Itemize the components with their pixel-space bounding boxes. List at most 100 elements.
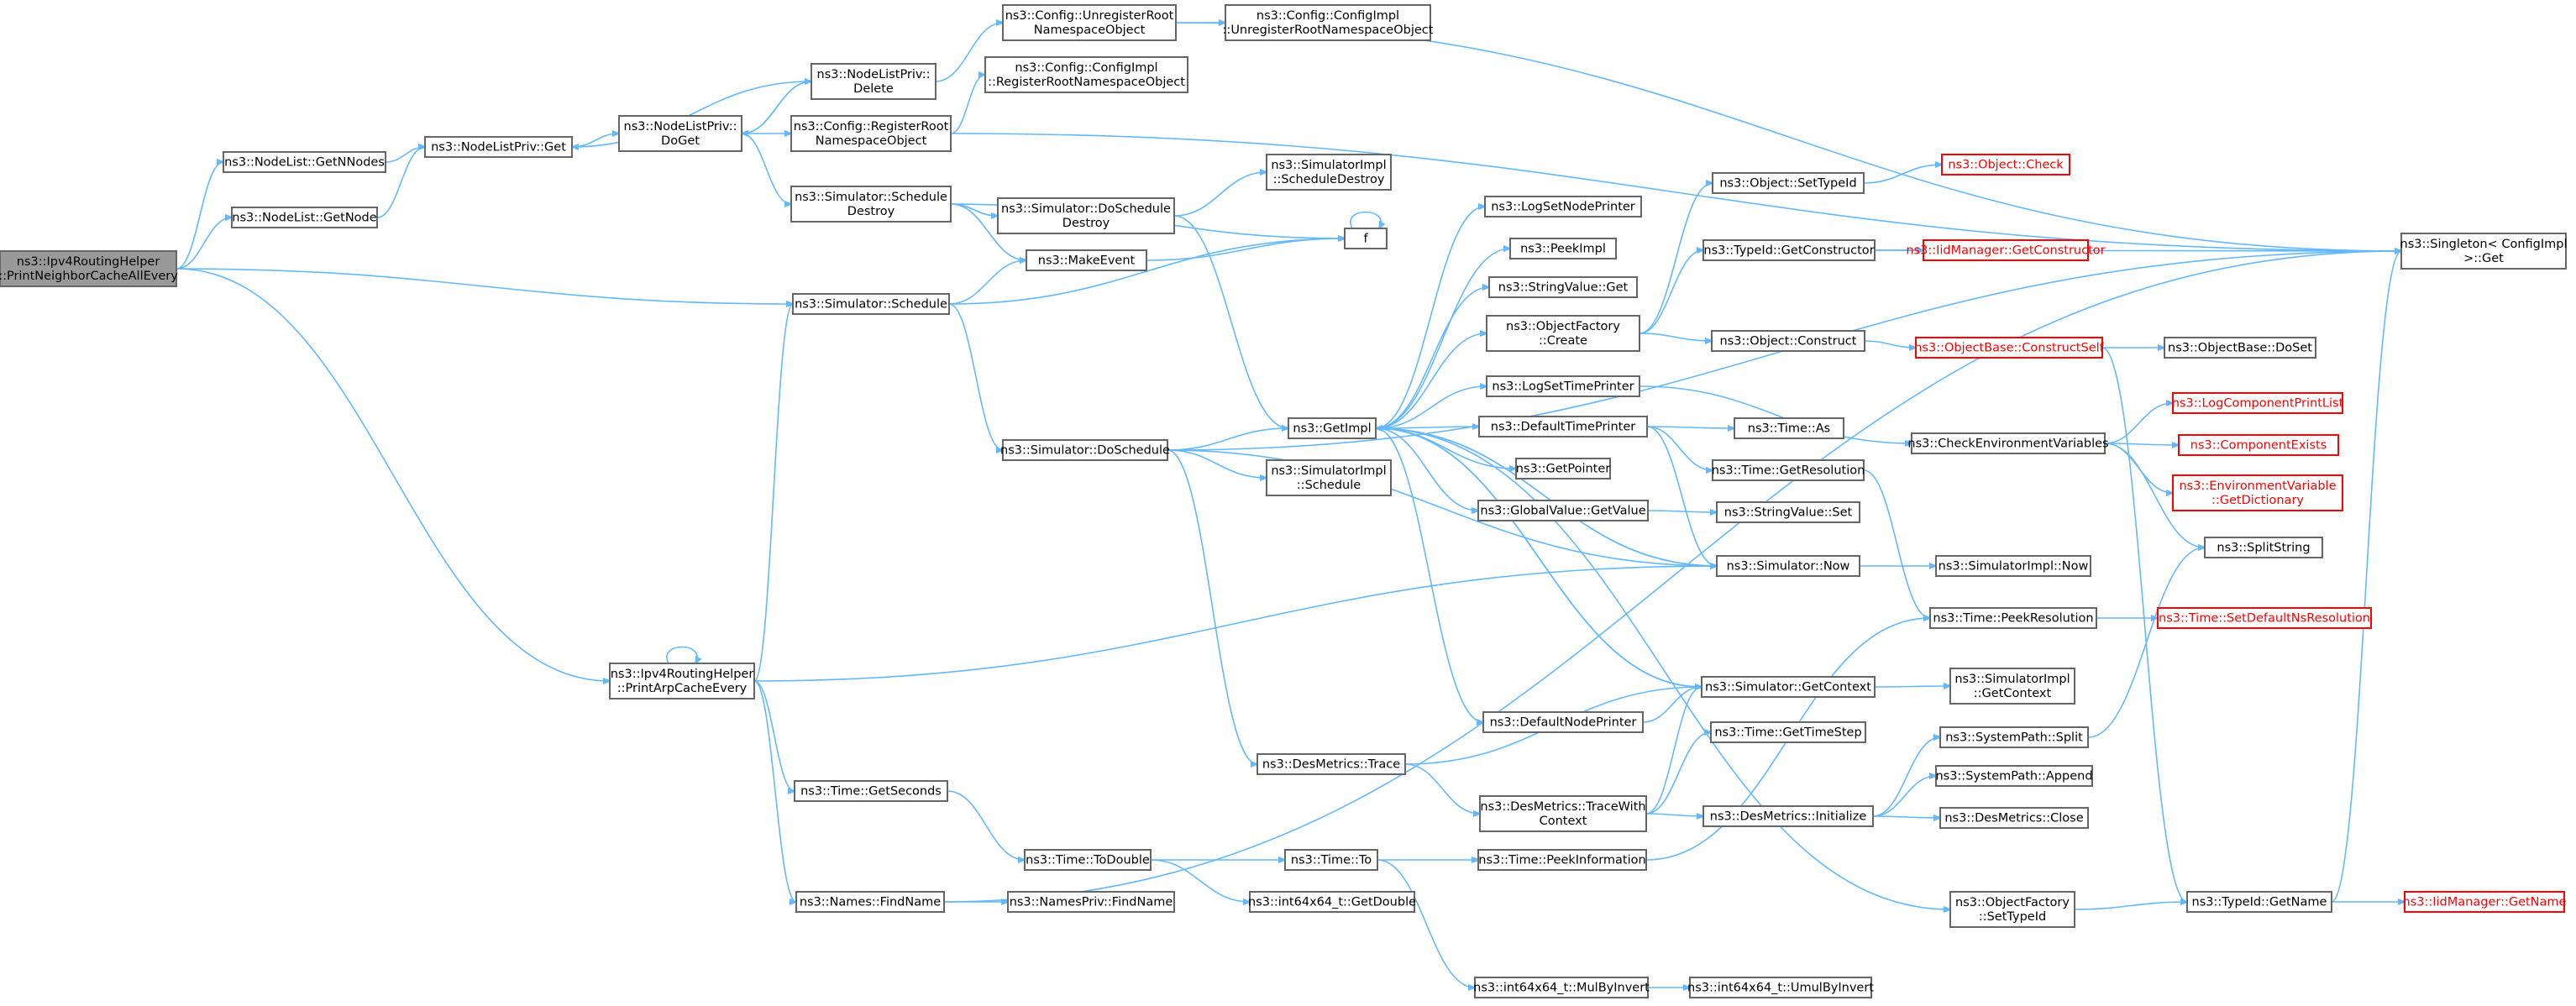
node-obj-check[interactable]: ns3::Object::Check xyxy=(1941,154,2070,176)
node-get-nnodes[interactable]: ns3::NodeList::GetNNodes xyxy=(223,151,386,173)
edge-obj-construct-to-obj-base-construct-self xyxy=(1864,340,1916,348)
node-obj-construct[interactable]: ns3::Object::Construct xyxy=(1711,330,1865,352)
node-sys-path-split[interactable]: ns3::SystemPath::Split xyxy=(1939,726,2089,748)
node-gv-get-value[interactable]: ns3::GlobalValue::GetValue xyxy=(1477,500,1649,521)
node-names-priv-find-name[interactable]: ns3::NamesPriv::FindName xyxy=(1007,891,1175,913)
node-get-node[interactable]: ns3::NodeList::GetNode xyxy=(231,207,378,228)
node-box xyxy=(1949,891,2075,928)
node-label: ns3::int64x64_t::UmulByInvert xyxy=(1687,982,1874,995)
node-cfg-reg[interactable]: ns3::Config::RegisterRootNamespaceObject xyxy=(790,115,952,152)
edge-des-trace-with-context-to-des-initialize xyxy=(1645,814,1703,816)
node-sim-now[interactable]: ns3::Simulator::Now xyxy=(1716,555,1860,577)
node-obj-base-do-set[interactable]: ns3::ObjectBase::DoSet xyxy=(2164,337,2316,359)
node-label: ns3::TypeId::GetName xyxy=(2192,896,2327,909)
node-obj-base-construct-self[interactable]: ns3::ObjectBase::ConstructSelf xyxy=(1914,337,2105,359)
node-box xyxy=(1225,4,1431,41)
node-type-id-get-name[interactable]: ns3::TypeId::GetName xyxy=(2186,891,2332,913)
node-default-time-printer[interactable]: ns3::DefaultTimePrinter xyxy=(1478,416,1648,438)
node-box xyxy=(618,115,742,152)
node-int64-umul-by-invert[interactable]: ns3::int64x64_t::UmulByInvert xyxy=(1687,977,1874,998)
node-log-set-time-printer[interactable]: ns3::LogSetTimePrinter xyxy=(1486,375,1640,397)
node-root[interactable]: ns3::Ipv4RoutingHelper::PrintNeighborCac… xyxy=(0,250,178,287)
node-cfg-impl-reg[interactable]: ns3::Config::ConfigImpl::RegisterRootNam… xyxy=(984,56,1188,93)
edge-sim-get-context-to-sim-impl-get-context xyxy=(1874,686,1950,687)
node-time-set-default-ns-res[interactable]: ns3::Time::SetDefaultNsResolution xyxy=(2157,607,2372,629)
node-time-get-time-step[interactable]: ns3::Time::GetTimeStep xyxy=(1710,721,1866,743)
node-sim-sched-destroy[interactable]: ns3::Simulator::ScheduleDestroy xyxy=(790,186,952,223)
node-sim-do-schedule[interactable]: ns3::Simulator::DoSchedule xyxy=(1000,439,1170,461)
node-label: ns3::ObjectBase::ConstructSelf xyxy=(1914,342,2104,355)
node-get-impl[interactable]: ns3::GetImpl xyxy=(1288,417,1377,439)
node-names-find-name[interactable]: ns3::Names::FindName xyxy=(795,891,945,913)
node-label: ns3::Object::Check xyxy=(1948,159,2064,172)
node-sim-get-context[interactable]: ns3::Simulator::GetContext xyxy=(1701,676,1876,698)
node-string-value-set[interactable]: ns3::StringValue::Set xyxy=(1716,501,1860,523)
node-sim-impl-sched-destroy[interactable]: ns3::SimulatorImpl::ScheduleDestroy xyxy=(1266,154,1392,191)
node-string-value-get[interactable]: ns3::StringValue::Get xyxy=(1488,276,1638,298)
node-nlp-delete[interactable]: ns3::NodeListPriv::Delete xyxy=(811,63,936,100)
edge-get-impl-to-log-set-time-printer xyxy=(1375,386,1487,429)
node-label: ::ScheduleDestroy xyxy=(1273,173,1385,186)
node-time-peek-resolution[interactable]: ns3::Time::PeekResolution xyxy=(1929,607,2097,629)
node-time-get-seconds[interactable]: ns3::Time::GetSeconds xyxy=(794,780,948,802)
node-label: ns3::Time::ToDouble xyxy=(1026,854,1150,867)
node-nlp-do-get[interactable]: ns3::NodeListPriv::DoGet xyxy=(618,115,742,152)
node-label: ns3::Singleton< ConfigImpl xyxy=(2400,238,2568,251)
node-split-string[interactable]: ns3::SplitString xyxy=(2204,537,2323,558)
node-box xyxy=(1941,154,2070,176)
node-sim-schedule[interactable]: ns3::Simulator::Schedule xyxy=(792,293,950,315)
node-label: ns3::PeekImpl xyxy=(1520,243,1606,256)
node-singleton-get[interactable]: ns3::Singleton< ConfigImpl >::Get xyxy=(2400,233,2568,270)
node-peek-impl[interactable]: ns3::PeekImpl xyxy=(1509,238,1617,259)
node-sys-path-append[interactable]: ns3::SystemPath::Append xyxy=(1935,765,2093,787)
node-label: Context xyxy=(1540,815,1587,828)
node-default-node-printer[interactable]: ns3::DefaultNodePrinter xyxy=(1482,711,1644,733)
node-des-close[interactable]: ns3::DesMetrics::Close xyxy=(1939,807,2089,829)
node-log-component-print-list[interactable]: ns3::LogComponentPrintList xyxy=(2172,392,2344,414)
node-cfg-impl-unreg[interactable]: ns3::Config::ConfigImpl::UnregisterRootN… xyxy=(1223,4,1434,41)
node-des-trace[interactable]: ns3::DesMetrics::Trace xyxy=(1257,753,1406,775)
node-label: ns3::Object::Construct xyxy=(1720,335,1857,348)
node-label: ns3::SimulatorImpl xyxy=(1271,464,1386,478)
node-iid-get-name[interactable]: ns3::IidManager::GetName xyxy=(2403,891,2567,913)
node-time-get-resolution[interactable]: ns3::Time::GetResolution xyxy=(1712,459,1865,481)
node-sim-impl-now[interactable]: ns3::SimulatorImpl::Now xyxy=(1935,555,2091,577)
node-time-to-double[interactable]: ns3::Time::ToDouble xyxy=(1024,849,1152,871)
edge-print-arp-cache-every-to-names-find-name xyxy=(753,680,796,902)
node-int64-get-double[interactable]: ns3::int64x64_t::GetDouble xyxy=(1248,891,1416,913)
node-cfg-unreg[interactable]: ns3::Config::UnregisterRootNamespaceObje… xyxy=(1002,4,1177,41)
node-time-peek-info[interactable]: ns3::Time::PeekInformation xyxy=(1477,849,1647,871)
edge-check-env-vars-to-log-component-print-list xyxy=(2104,403,2173,444)
node-time-as[interactable]: ns3::Time::As xyxy=(1734,417,1844,439)
node-obj-factory-set-type-id[interactable]: ns3::ObjectFactory::SetTypeId xyxy=(1949,891,2075,928)
node-nlp-get[interactable]: ns3::NodeListPriv::Get xyxy=(424,136,573,158)
node-box xyxy=(1702,805,1874,827)
node-sim-impl-get-context[interactable]: ns3::SimulatorImpl::GetContext xyxy=(1949,668,2075,705)
node-box xyxy=(1915,337,2103,359)
node-box xyxy=(1488,276,1638,298)
node-log-set-node-printer[interactable]: ns3::LogSetNodePrinter xyxy=(1484,196,1642,217)
node-component-exists[interactable]: ns3::ComponentExists xyxy=(2178,434,2339,456)
node-box xyxy=(1486,375,1640,397)
edge-default-time-printer-to-sim-now xyxy=(1646,426,1717,566)
node-env-var-get-dict[interactable]: ns3::EnvironmentVariable::GetDictionary xyxy=(2172,474,2343,511)
node-type-id-get-ctor[interactable]: ns3::TypeId::GetConstructor xyxy=(1702,239,1876,261)
node-get-pointer[interactable]: ns3::GetPointer xyxy=(1515,458,1611,479)
node-box xyxy=(795,891,945,913)
node-sim-impl-schedule[interactable]: ns3::SimulatorImpl::Schedule xyxy=(1266,459,1392,496)
node-print-arp-cache-every[interactable]: ns3::Ipv4RoutingHelper::PrintArpCacheEve… xyxy=(609,663,755,699)
node-check-env-vars[interactable]: ns3::CheckEnvironmentVariables xyxy=(1907,432,2109,454)
node-obj-set-type-id[interactable]: ns3::Object::SetTypeId xyxy=(1712,172,1865,194)
node-make-event[interactable]: ns3::MakeEvent xyxy=(1026,249,1147,271)
node-iid-get-ctor[interactable]: ns3::IidManager::GetConstructor xyxy=(1906,239,2106,261)
node-time-to[interactable]: ns3::Time::To xyxy=(1284,849,1378,871)
node-des-initialize[interactable]: ns3::DesMetrics::Initialize xyxy=(1702,805,1874,827)
node-int64-mul-by-invert[interactable]: ns3::int64x64_t::MulByInvert xyxy=(1473,977,1650,998)
node-obj-factory-create[interactable]: ns3::ObjectFactory::Create xyxy=(1486,315,1640,352)
node-box xyxy=(1949,668,2075,705)
node-box xyxy=(1689,977,1872,998)
node-f[interactable]: f xyxy=(1344,228,1388,249)
node-label: ns3::Time::To xyxy=(1291,854,1372,867)
